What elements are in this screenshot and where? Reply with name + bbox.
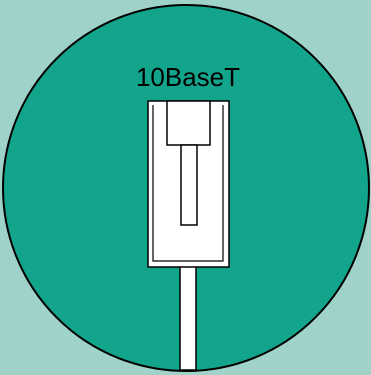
connector-label: 10BaseT [136, 62, 240, 92]
cable [179, 265, 197, 371]
latch-lever [180, 144, 198, 226]
plug-inner-frame [152, 105, 224, 262]
rj45-plug-icon [147, 100, 230, 371]
latch-block [166, 100, 211, 146]
